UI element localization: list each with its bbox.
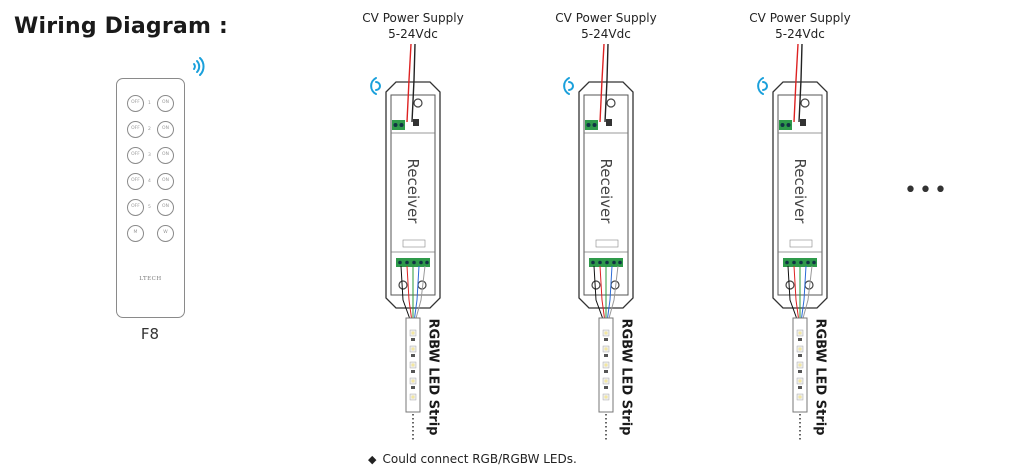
diamond-bullet-icon: ◆ <box>368 453 377 466</box>
power-supply-name: CV Power Supply <box>362 11 464 25</box>
led-strip <box>792 317 808 440</box>
power-supply-label: CV Power Supply 5-24Vdc <box>536 10 676 42</box>
remote-button-left: OFF <box>127 173 144 190</box>
note: ◆ Could connect RGB/RGBW LEDs. <box>368 452 577 466</box>
led-strip-label: RGBW LED Strip <box>812 318 828 436</box>
power-supply-name: CV Power Supply <box>749 11 851 25</box>
receiver-label: Receiver <box>404 158 422 224</box>
remote-zone-number: 3 <box>148 153 151 158</box>
remote-brand: LTECH <box>139 276 162 282</box>
power-supply-voltage: 5-24Vdc <box>775 27 825 41</box>
remote-button-right: ON <box>157 121 174 138</box>
output-wires <box>400 265 426 323</box>
wifi-signal-icon <box>370 77 381 95</box>
wifi-signal-icon <box>757 77 768 95</box>
power-wires <box>793 43 803 123</box>
power-supply-label: CV Power Supply 5-24Vdc <box>730 10 870 42</box>
receiver-label: Receiver <box>597 158 615 224</box>
power-supply-voltage: 5-24Vdc <box>388 27 438 41</box>
power-supply-name: CV Power Supply <box>555 11 657 25</box>
receiver-label: Receiver <box>791 158 809 224</box>
note-text: Could connect RGB/RGBW LEDs. <box>382 452 577 466</box>
remote-button-right: ON <box>157 147 174 164</box>
power-supply-voltage: 5-24Vdc <box>581 27 631 41</box>
power-wires <box>406 43 416 123</box>
led-strip <box>405 317 421 440</box>
led-strip-label: RGBW LED Strip <box>425 318 441 436</box>
more-receivers-ellipsis: ••• <box>904 178 949 203</box>
remote-zone-number: 5 <box>148 205 151 210</box>
remote-zone-number: 1 <box>148 101 151 106</box>
led-strip-label: RGBW LED Strip <box>618 318 634 436</box>
wifi-signal-icon <box>563 77 574 95</box>
remote-button-left: M <box>127 225 144 242</box>
wireless-signal-icon <box>193 57 205 76</box>
remote-label: F8 <box>140 325 160 343</box>
page-title: Wiring Diagram : <box>14 14 228 39</box>
remote-button-left: OFF <box>127 95 144 112</box>
remote-button-right: ON <box>157 95 174 112</box>
remote-button-left: OFF <box>127 121 144 138</box>
remote-button-left: OFF <box>127 199 144 216</box>
power-supply-label: CV Power Supply 5-24Vdc <box>343 10 483 42</box>
remote-button-right: ON <box>157 173 174 190</box>
output-wires <box>593 265 619 323</box>
remote-button-right: ON <box>157 199 174 216</box>
remote-zone-number: 4 <box>148 179 151 184</box>
remote-zone-number: 2 <box>148 127 151 132</box>
power-wires <box>599 43 609 123</box>
remote-button-right: W <box>157 225 174 242</box>
output-wires <box>787 265 813 323</box>
remote-button-left: OFF <box>127 147 144 164</box>
led-strip <box>598 317 614 440</box>
